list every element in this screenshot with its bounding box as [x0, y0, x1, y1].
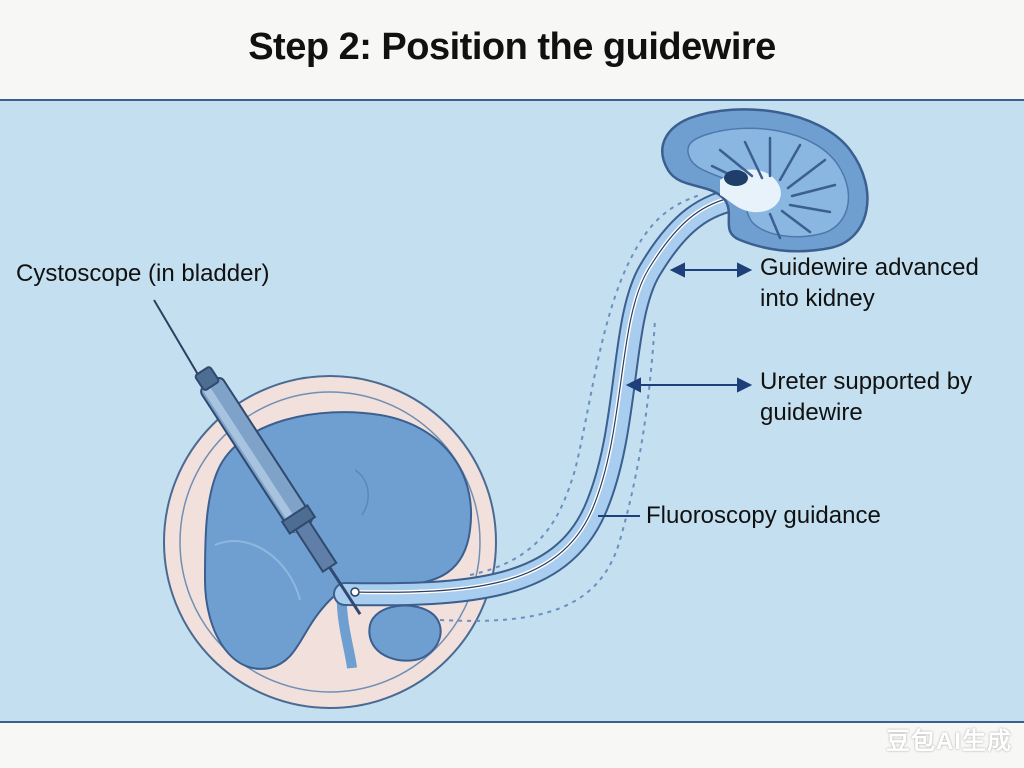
bladder [163, 375, 497, 709]
ureter-label-line1: Ureter supported by [760, 368, 973, 395]
cystoscope-label: Cystoscope (in bladder) [16, 260, 270, 287]
kidney [661, 108, 869, 253]
ureter [333, 186, 752, 607]
annotation-arrows [598, 262, 753, 517]
cystoscope [153, 299, 362, 616]
ai-generated-watermark: 豆包AI生成 [886, 728, 1012, 755]
guidewire-label-line2: into kidney [760, 285, 875, 312]
guidewire-arrow [669, 262, 753, 278]
fluoroscopy-label: Fluoroscopy guidance [646, 502, 881, 529]
fluoroscopy-field-lines [439, 194, 701, 622]
ureter-arrow [625, 377, 753, 393]
page-title: Step 2: Position the guidewire [248, 26, 776, 68]
guidewire-label-line1: Guidewire advanced [760, 254, 979, 281]
ureter-label-line2: guidewire [760, 399, 863, 426]
